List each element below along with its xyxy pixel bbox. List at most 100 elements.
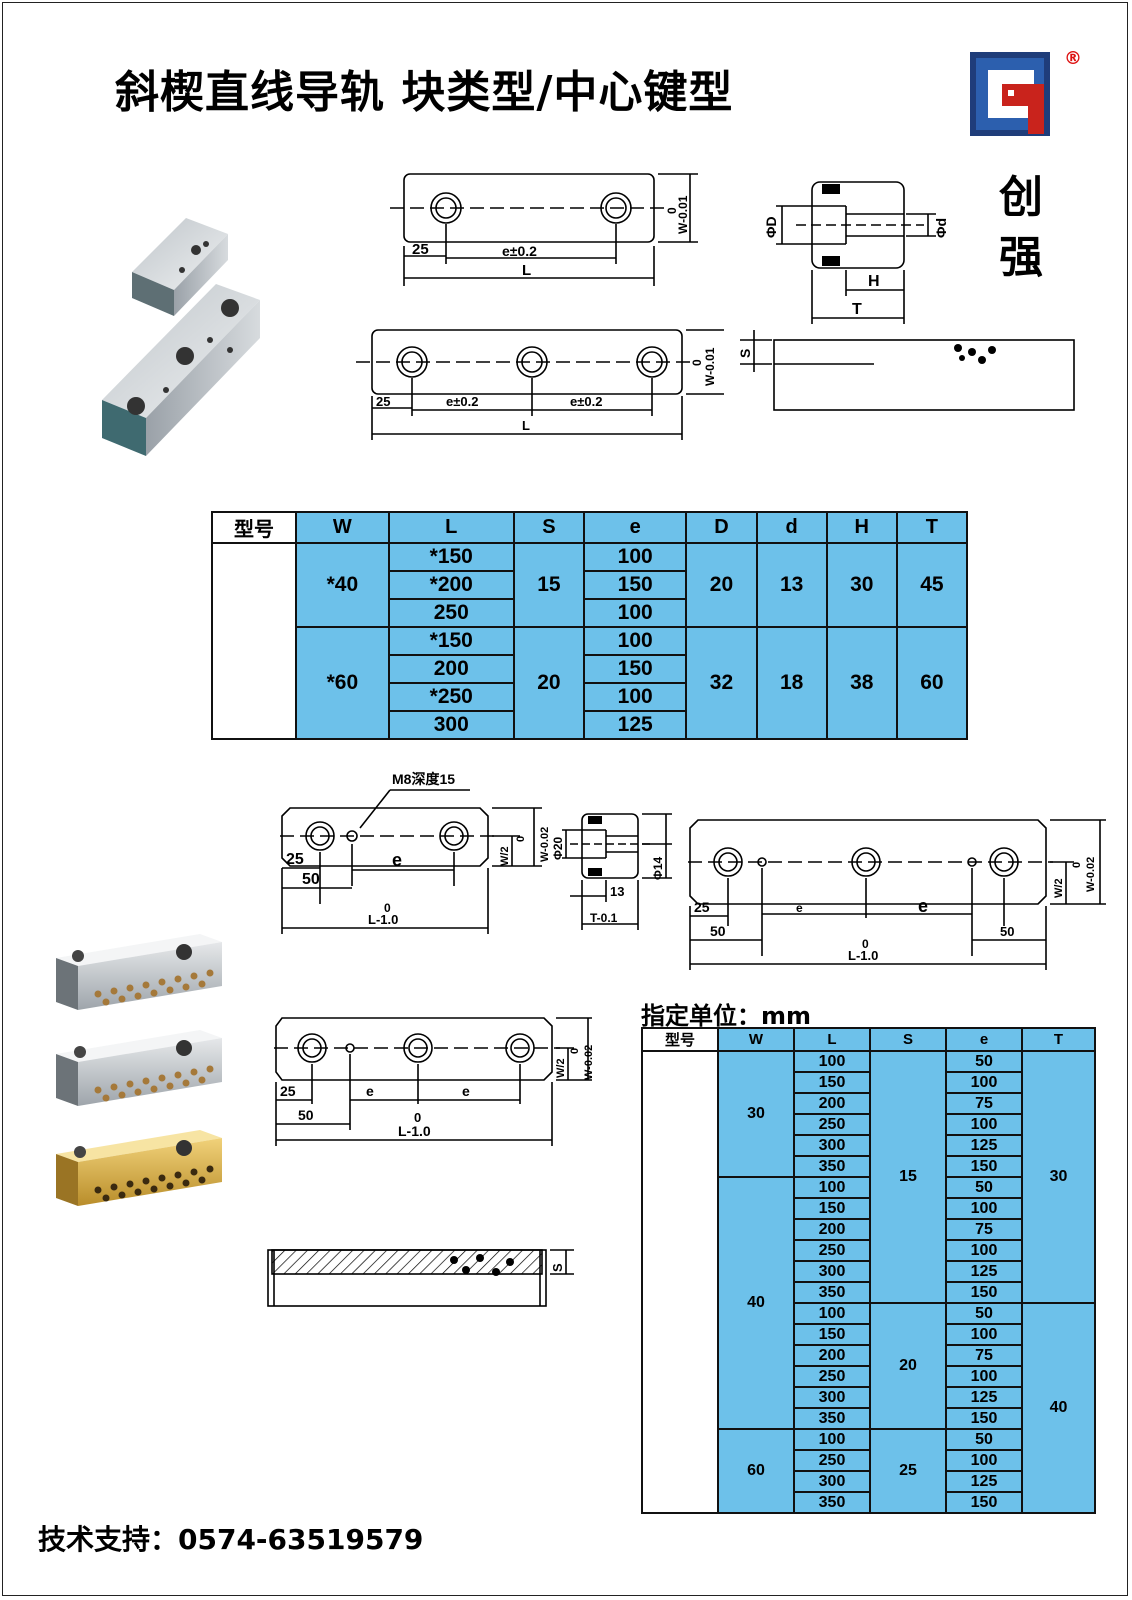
col-header-S: S (869, 1027, 947, 1052)
note-M8: M8深度15 (392, 771, 455, 787)
dim-w2: W/2 (555, 1058, 567, 1078)
cell-e: 75 (945, 1218, 1023, 1241)
cell-W: *40 (295, 542, 390, 628)
cell-L: 150 (793, 1071, 871, 1094)
cell-e: 125 (945, 1386, 1023, 1409)
dim-e: e±0.2 (502, 243, 537, 259)
cell-e: 150 (582, 570, 688, 600)
registered-mark: ® (1064, 48, 1082, 69)
dim-25: 25 (376, 394, 390, 409)
cell-S: 20 (869, 1302, 947, 1430)
dim-25: 25 (280, 1083, 296, 1099)
dim-S: S (550, 1263, 565, 1272)
page-title: 斜楔直线导轨 块类型/中心键型 (115, 67, 734, 118)
dim-e-2: e±0.2 (570, 394, 602, 409)
cell-L: 150 (793, 1197, 871, 1220)
steel-block-photo (102, 218, 260, 456)
tol-w: W-0.02 (1085, 857, 1097, 892)
dim-H: H (868, 273, 880, 290)
dim-S: S (737, 349, 753, 358)
dim-13: 13 (610, 884, 624, 899)
dim-e-1: e (796, 901, 803, 915)
dim-L: L-1.0 (398, 1123, 431, 1139)
phi-20: Φ20 (551, 836, 565, 860)
col-header-W: W (717, 1027, 795, 1052)
dim-0: 0 (862, 937, 869, 951)
key-block-photos (56, 934, 222, 1206)
cell-e: 100 (582, 598, 688, 628)
cell-e: 50 (945, 1428, 1023, 1451)
cell-e: 150 (945, 1281, 1023, 1304)
cell-T: 30 (1021, 1050, 1096, 1304)
cell-L: *150 (387, 542, 515, 572)
cell-L: 100 (793, 1050, 871, 1073)
tol-w: W-0.01 (703, 347, 717, 386)
cell-e: 125 (945, 1260, 1023, 1283)
cell-L: *200 (387, 570, 515, 600)
col-header-S: S (512, 511, 585, 544)
cell-D: 32 (685, 626, 758, 740)
cell-e: 100 (945, 1239, 1023, 1262)
dim-T: T-0.1 (590, 911, 618, 925)
cell-d: 18 (755, 626, 828, 740)
cell-S: 25 (869, 1428, 947, 1514)
cell-H: 30 (825, 542, 898, 628)
cell-L: 100 (793, 1428, 871, 1451)
table-row: *40 *150 15 100 20 13 30 45 (211, 542, 969, 740)
cell-e: 150 (945, 1407, 1023, 1430)
col-header-e: e (582, 511, 688, 544)
dim-25: 25 (412, 241, 429, 258)
table-row: 200 150 (212, 654, 967, 684)
cell-L: 300 (793, 1470, 871, 1493)
cell-e: 100 (582, 542, 688, 572)
tol-0: 0 (569, 1048, 581, 1054)
col-header-L: L (793, 1027, 871, 1052)
dim-w2: W/2 (1053, 878, 1065, 898)
dim-50-right: 50 (1000, 924, 1014, 939)
cell-e: 50 (945, 1050, 1023, 1073)
tol-0: 0 (515, 836, 527, 842)
dim-L: L (522, 418, 530, 433)
cell-L: 200 (387, 654, 515, 684)
cell-e: 100 (945, 1197, 1023, 1220)
tol-0: 0 (1071, 862, 1083, 868)
col-header-e: e (945, 1027, 1023, 1052)
cell-e: 125 (945, 1470, 1023, 1493)
drawing-key-three-hole: 25 e e 50 50 0 L-1.0 W/2 0 W-0.02 (688, 819, 1106, 970)
cell-W: 40 (717, 1176, 795, 1430)
cell-e: 150 (945, 1155, 1023, 1178)
cell-e: 150 (582, 654, 688, 684)
cell-L: 300 (793, 1260, 871, 1283)
dim-e-1: e (366, 1083, 374, 1099)
cell-T: 45 (895, 542, 969, 628)
brand-line-2: 强 (999, 232, 1043, 283)
dim-T: T (852, 301, 862, 318)
dim-e-2: e (918, 896, 928, 916)
table-header-row: 型号 W L S e T (641, 1027, 1096, 1052)
dim-e-2: e (462, 1083, 470, 1099)
drawing-key-two-hole: M8深度15 25 e 50 0 L-1.0 W/2 0 W-0.02 (280, 771, 551, 934)
col-header-T: T (895, 511, 969, 544)
tol-0: 0 (665, 207, 679, 214)
cell-e: 100 (945, 1113, 1023, 1136)
dim-0: 0 (384, 901, 391, 915)
dim-25: 25 (286, 851, 304, 868)
cell-L: 300 (793, 1134, 871, 1157)
cell-L: 150 (793, 1323, 871, 1346)
cell-T: 60 (895, 626, 969, 740)
phi-d: Φd (933, 218, 949, 238)
dim-L: L (522, 262, 531, 279)
model-cell (211, 542, 297, 740)
